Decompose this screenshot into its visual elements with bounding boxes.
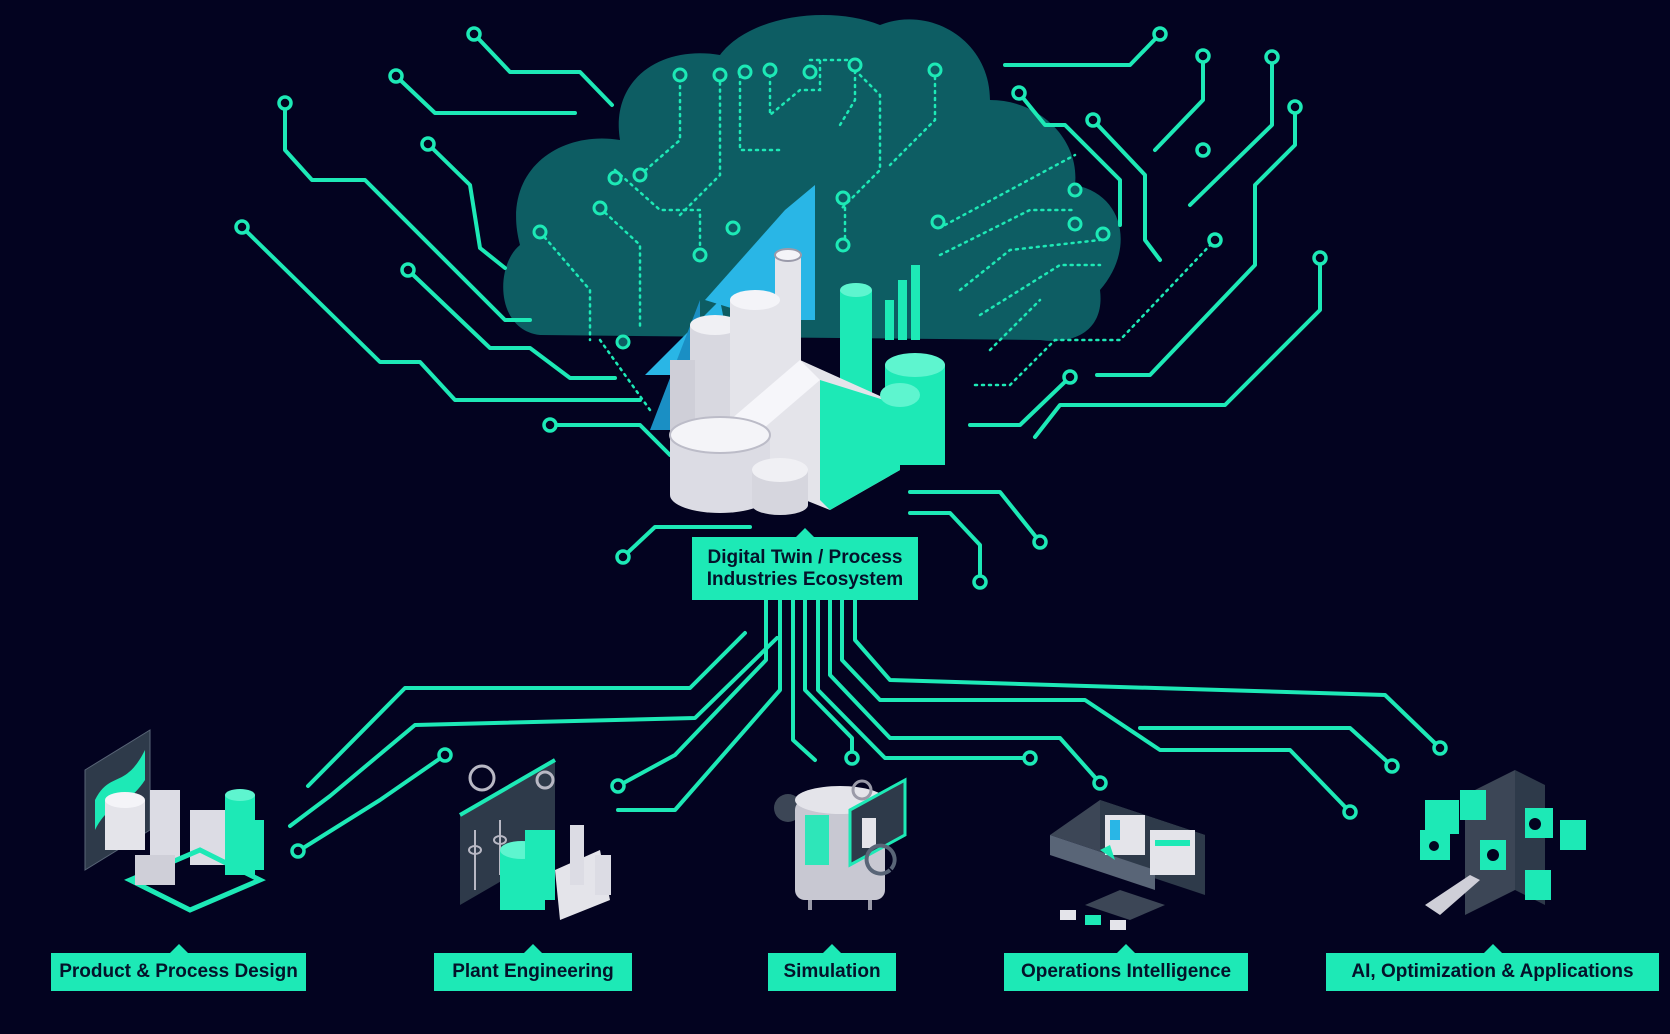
category-label: Operations Intelligence bbox=[1020, 961, 1232, 982]
simulation-illustration bbox=[774, 777, 907, 910]
plant-engineering-illustration bbox=[458, 758, 611, 920]
category-product-process-design: Product & Process Design bbox=[51, 944, 306, 991]
cloud-nodes bbox=[532, 57, 1111, 350]
category-label: Simulation bbox=[783, 961, 881, 982]
product-process-design-illustration bbox=[84, 729, 266, 913]
category-plant-engineering: Plant Engineering bbox=[434, 944, 632, 991]
operations-intelligence-illustration bbox=[1050, 800, 1205, 930]
lower-circuit-traces bbox=[288, 598, 1442, 852]
category-label: Plant Engineering bbox=[452, 961, 614, 982]
hub-label-line-1: Digital Twin / Process bbox=[707, 546, 903, 568]
category-label: AI, Optimization & Applications bbox=[1351, 961, 1634, 982]
category-label: Product & Process Design bbox=[59, 961, 298, 982]
upper-circuit-traces bbox=[240, 32, 1322, 584]
ai-optimization-illustration bbox=[1420, 770, 1586, 915]
category-operations-intelligence: Operations Intelligence bbox=[1004, 944, 1248, 991]
cloud-shape bbox=[503, 15, 1121, 341]
hub-label-line-2: Industries Ecosystem bbox=[706, 568, 904, 590]
category-simulation: Simulation bbox=[768, 944, 896, 991]
cloud bbox=[503, 15, 1121, 341]
category-ai-optimization-applications: AI, Optimization & Applications bbox=[1326, 944, 1659, 991]
process-plant-illustration bbox=[645, 185, 945, 515]
upper-circuit-nodes bbox=[234, 26, 1328, 590]
cloud-dotted-traces bbox=[538, 58, 1217, 412]
lower-circuit-nodes bbox=[290, 740, 1448, 859]
hub-label: Digital Twin / Process Industries Ecosys… bbox=[692, 528, 918, 600]
